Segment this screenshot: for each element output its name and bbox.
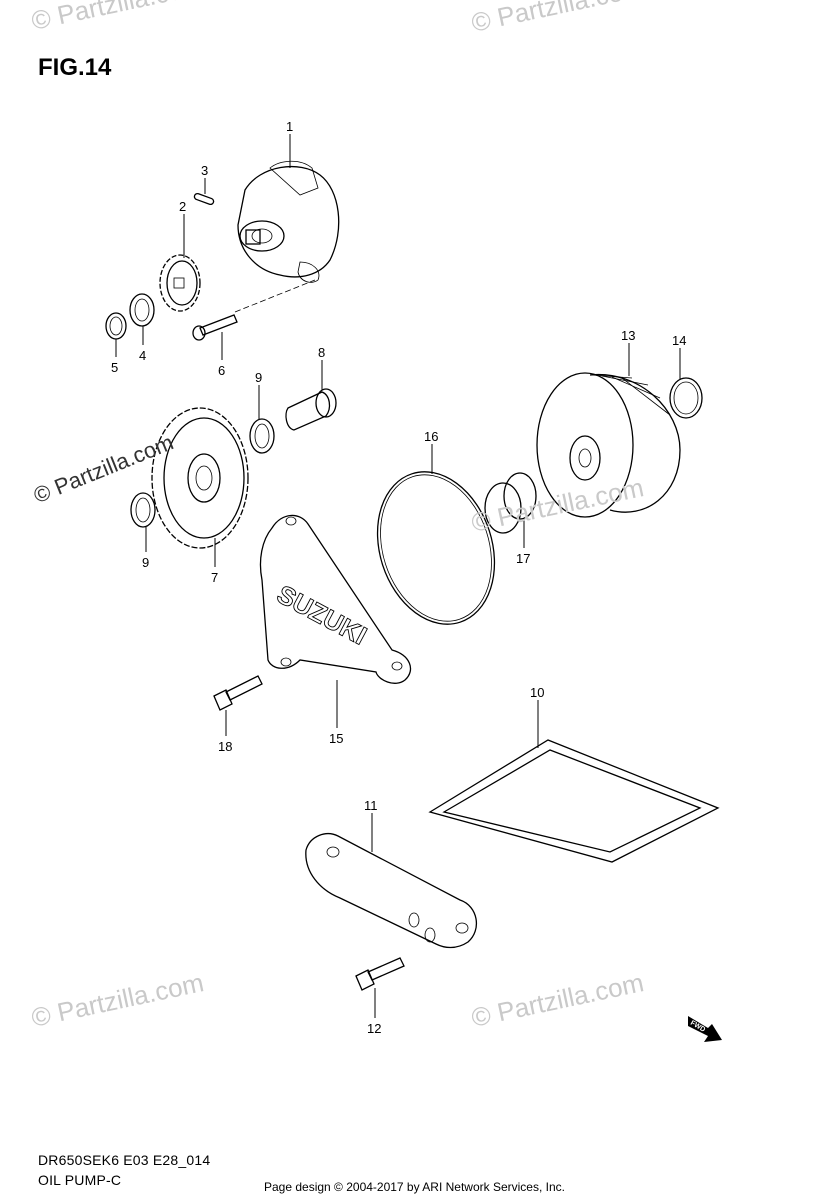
fwd-arrow-icon: FWD	[688, 1016, 722, 1042]
part-15-oil-filter-cap[interactable]: SUZUKI	[259, 514, 412, 684]
callout-1: 1	[286, 119, 293, 134]
callout-5: 5	[111, 360, 118, 375]
part-11-plate[interactable]	[305, 833, 478, 949]
part-17-o-ring-small[interactable]	[484, 472, 537, 534]
part-16-o-ring[interactable]	[359, 457, 514, 640]
part-5-circlip[interactable]	[105, 312, 127, 340]
part-12-bolt[interactable]	[355, 957, 405, 991]
callout-2: 2	[179, 199, 186, 214]
fwd-label: FWD	[689, 1020, 706, 1034]
callout-3: 3	[201, 163, 208, 178]
model-code: DR650SEK6 E03 E28_014	[38, 1152, 211, 1168]
callout-16: 16	[424, 429, 438, 444]
part-4-washer[interactable]	[129, 293, 155, 327]
part-6-screw[interactable]	[192, 279, 316, 341]
part-9-washer-upper[interactable]	[249, 418, 275, 454]
callout-10: 10	[530, 685, 544, 700]
callout-8: 8	[318, 345, 325, 360]
part-18-bolt[interactable]	[213, 675, 263, 711]
emblem-text: SUZUKI	[272, 579, 372, 651]
page-footer: Page design © 2004-2017 by ARI Network S…	[263, 1180, 565, 1194]
figure-title: FIG.14	[38, 54, 112, 81]
part-3-pin[interactable]	[193, 192, 215, 206]
part-10-oil-strainer[interactable]	[428, 739, 720, 863]
callout-labels: 1 2 3 4 5 6 7 8 9 9 10 11 12 13 14 15 16…	[111, 119, 686, 1036]
callout-7: 7	[211, 570, 218, 585]
part-2-drive-gear[interactable]	[159, 254, 201, 312]
callout-12: 12	[367, 1021, 381, 1036]
part-7-driven-gear[interactable]	[151, 407, 249, 549]
callout-15: 15	[329, 731, 343, 746]
callout-13: 13	[621, 328, 635, 343]
callout-9-lower: 9	[142, 555, 149, 570]
part-14-o-ring[interactable]	[669, 377, 703, 419]
leader-lines	[115, 134, 681, 1018]
part-9-washer-lower[interactable]	[130, 492, 156, 528]
callout-17: 17	[516, 551, 530, 566]
part-13-oil-filter[interactable]	[536, 372, 681, 518]
callout-9-upper: 9	[255, 370, 262, 385]
part-8-bushing[interactable]	[285, 388, 337, 431]
callout-18: 18	[218, 739, 232, 754]
part-1-oil-pump-body[interactable]	[237, 160, 340, 283]
callout-11: 11	[364, 798, 378, 813]
callout-4: 4	[139, 348, 146, 363]
callout-6: 6	[218, 363, 225, 378]
diagram-name: OIL PUMP-C	[38, 1172, 122, 1188]
callout-14: 14	[672, 333, 686, 348]
